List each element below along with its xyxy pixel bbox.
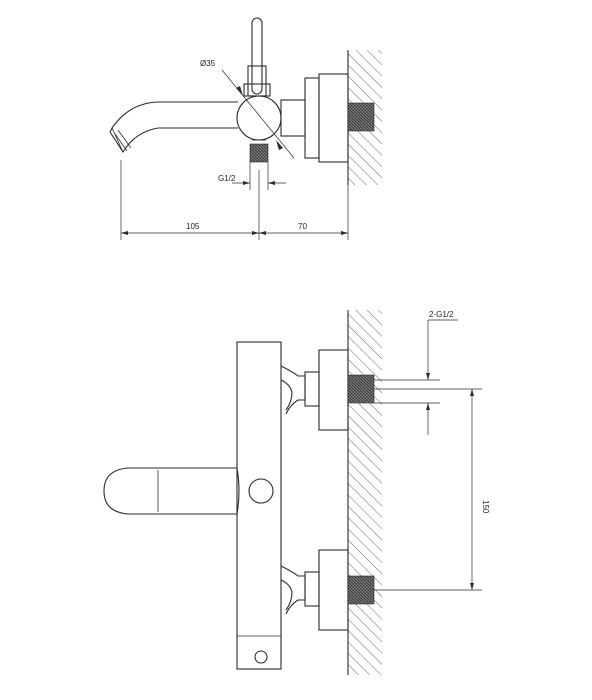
thread2-arrow-2 (426, 403, 430, 410)
spacing-label: 150 (481, 500, 490, 514)
dim-arrow-3 (259, 231, 266, 235)
upper-nut-front (304, 371, 320, 407)
wall-hatching-front (348, 310, 382, 675)
spout-aerator-line (114, 133, 128, 152)
diameter-leader (221, 69, 295, 159)
thread-label-top: G1/2 (218, 174, 236, 183)
front-view: 2-G1/2 150 (103, 310, 490, 675)
lower-connector-inner (280, 579, 293, 611)
diverter-knob-front (254, 650, 268, 664)
lower-flange-front (318, 549, 349, 631)
diameter-arrow-2 (276, 140, 283, 150)
spout-top (109, 101, 238, 154)
spout-front (103, 467, 237, 515)
diameter-label: Ø35 (200, 59, 216, 68)
outlet-thread-top (249, 143, 269, 163)
top-view: Ø35 G1/2 105 70 (109, 17, 382, 240)
spacing-arrow-1 (470, 389, 474, 396)
thread-label-front: 2-G1/2 (429, 310, 454, 319)
dim-spout-label: 105 (186, 222, 200, 231)
spout-aerator-line-2 (117, 129, 132, 149)
dim-arrow-4 (341, 231, 348, 235)
lever-knob-front (248, 478, 274, 504)
body-circle-top (236, 95, 282, 141)
flange-cover-top (318, 73, 349, 163)
upper-inlet-thread (347, 374, 375, 404)
lower-nut-front (304, 571, 320, 607)
diameter-arrow-1 (236, 86, 243, 96)
lever-handle-top (251, 17, 263, 95)
upper-connector-front (280, 365, 306, 415)
thread-arrow-2 (268, 181, 275, 185)
flange-top (304, 77, 320, 159)
spout-body-curve (236, 467, 240, 515)
dim-body-label: 70 (298, 222, 307, 231)
lever-stem-top (247, 65, 267, 97)
lower-connector-front (280, 565, 306, 615)
inlet-thread-top (347, 102, 375, 132)
body-column-front (236, 341, 282, 670)
upper-flange-front (318, 349, 349, 431)
spout-mouth-top (111, 127, 124, 153)
lower-inlet-thread (347, 575, 375, 605)
dim-arrow-2 (252, 231, 259, 235)
dim-arrow-1 (121, 231, 128, 235)
spacing-arrow-2 (470, 583, 474, 590)
upper-connector-inner (280, 379, 293, 411)
connector-top (280, 99, 306, 137)
thread2-arrow-1 (426, 373, 430, 380)
thread-arrow-1 (243, 181, 250, 185)
